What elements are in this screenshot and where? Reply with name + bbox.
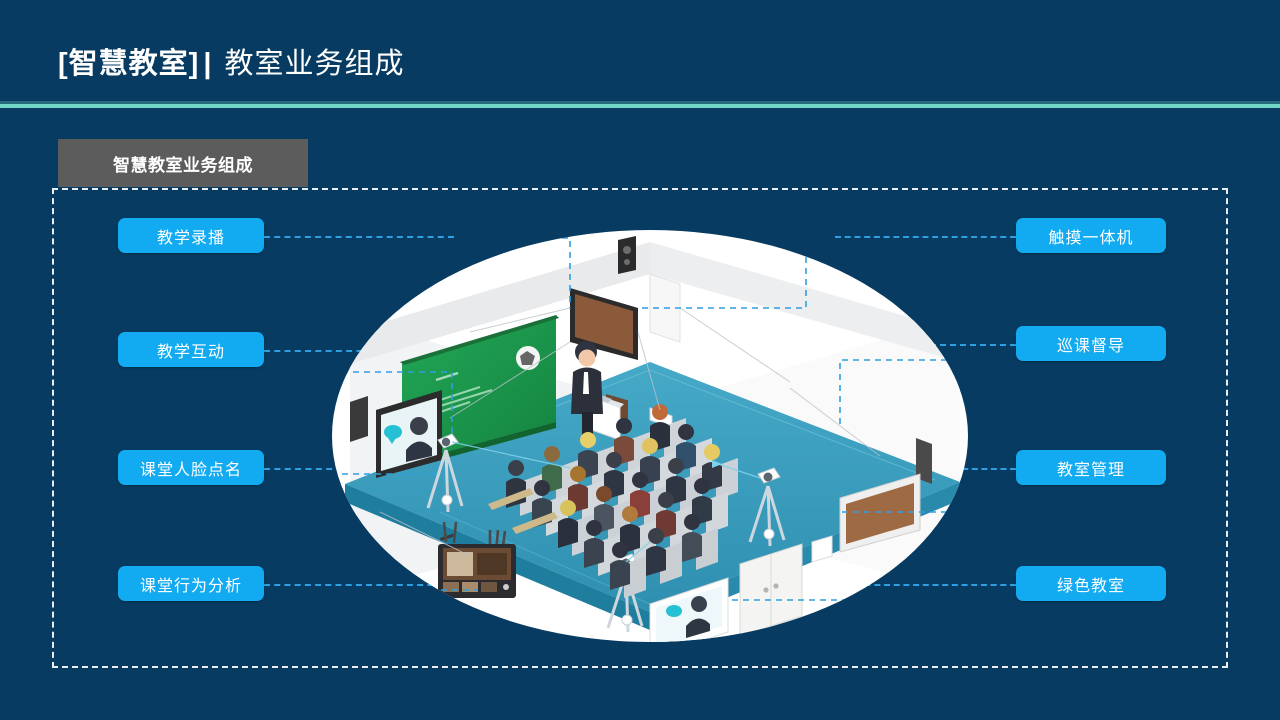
- student-seat: [646, 528, 682, 584]
- desk-bench-left: [488, 488, 534, 510]
- recorder-preview-tile-b: [477, 553, 507, 575]
- header-rule: [0, 104, 1280, 108]
- page-title: [智慧教室]| 教室业务组成: [58, 40, 404, 82]
- section-tag-label: 智慧教室业务组成: [113, 155, 253, 175]
- wall-display-right-screen: [846, 483, 914, 544]
- blackboard-writing: [435, 371, 493, 413]
- feature-pill-touch-allinone[interactable]: 触摸一体机: [1016, 218, 1166, 253]
- chat-bubble-tail-icon: [388, 438, 396, 444]
- classroom-scene: [332, 230, 968, 642]
- feature-pill-label: 课堂行为分析: [139, 577, 242, 595]
- sightline-arrow: [712, 460, 722, 468]
- feature-pill-label: 触摸一体机: [1048, 229, 1134, 247]
- tripod-joint-front: [621, 614, 633, 626]
- recorder-antenna-a: [440, 533, 455, 541]
- wall-control-panel: [811, 535, 833, 563]
- speaker-right: [916, 438, 932, 484]
- feature-pill-teaching-interaction[interactable]: 教学互动: [118, 332, 264, 367]
- header-rule-shadow: [0, 101, 1280, 104]
- page-title-subtitle: 教室业务组成: [224, 48, 405, 80]
- camera-tripod-right: [748, 467, 786, 547]
- feature-pill-label: 教学录播: [156, 229, 225, 247]
- feature-pill-face-rollcall[interactable]: 课堂人脸点名: [118, 450, 264, 485]
- feature-pill-behavior-analysis[interactable]: 课堂行为分析: [118, 566, 264, 601]
- wall-display-bottom-person-body: [686, 618, 710, 638]
- chat-bubble-icon-2: [666, 605, 682, 617]
- feature-pill-green-classroom[interactable]: 绿色教室: [1016, 566, 1166, 601]
- camera-tripod-left: [426, 433, 464, 513]
- speaker-top-driver: [623, 246, 631, 254]
- classroom-illustration: [320, 212, 980, 660]
- recording-console: [438, 521, 516, 598]
- camera-lens-right: [763, 472, 773, 482]
- connector-left-2: [264, 350, 424, 352]
- tripod-joint-right: [763, 528, 775, 540]
- feature-pill-label: 教室管理: [1056, 461, 1125, 479]
- classroom-illustration-svg: [332, 230, 968, 642]
- student-seat: [682, 514, 718, 570]
- connector-right-2: [880, 344, 1016, 346]
- wall-display-left-person-head: [410, 417, 428, 435]
- wall-right-top-trim: [650, 242, 960, 362]
- speaker-left: [350, 396, 368, 442]
- desk-bench-left-2: [512, 512, 558, 534]
- connector-right-1: [835, 236, 1016, 238]
- teacher-legs: [582, 412, 593, 440]
- connector-left-4: [264, 584, 464, 586]
- recorder-thumb-a: [443, 582, 459, 592]
- content-frame: [52, 188, 1228, 668]
- teacher-face: [578, 349, 596, 367]
- student-seat: [610, 542, 646, 598]
- teacher-shirt: [583, 372, 589, 394]
- recorder-preview-tile-a: [447, 552, 473, 576]
- speaker-top: [618, 236, 636, 274]
- student-seat: [584, 520, 620, 576]
- recorder-antennas: [442, 521, 507, 555]
- wall-display-bottom-person-head: [691, 596, 707, 612]
- student-seating: [506, 404, 738, 598]
- feature-pill-classroom-management[interactable]: 教室管理: [1016, 450, 1166, 485]
- door-handle-icon-2: [773, 583, 779, 589]
- camera-lens-left: [441, 437, 451, 447]
- feature-pill-class-supervision[interactable]: 巡课督导: [1016, 326, 1166, 361]
- connector-left-3: [264, 468, 384, 470]
- blackboard-ball-pattern: [520, 351, 535, 365]
- slide-header: [智慧教室]| 教室业务组成: [0, 0, 1280, 108]
- wall-display-front-screen: [575, 294, 633, 354]
- section-tag: 智慧教室业务组成: [58, 139, 308, 187]
- connector-left-1: [264, 236, 454, 238]
- wiring-lines: [379, 307, 881, 557]
- door-handle-icon: [763, 587, 769, 593]
- tripod-joint-left: [441, 494, 453, 506]
- recorder-thumb-b: [462, 582, 478, 592]
- page-title-bracket: [智慧教室]: [58, 48, 200, 80]
- recorder-status-led: [503, 584, 509, 590]
- feature-pill-label: 课堂人脸点名: [139, 461, 242, 479]
- feature-pill-label: 教学互动: [156, 343, 225, 361]
- feature-pill-teaching-recording[interactable]: 教学录播: [118, 218, 264, 253]
- page-title-divider: |: [203, 48, 213, 80]
- chat-bubble-icon: [384, 425, 402, 439]
- wall-display-left-person-body: [406, 441, 432, 462]
- wall-left-top-trim: [350, 242, 650, 364]
- floor-guide-line-2: [439, 511, 651, 605]
- feature-pill-label: 巡课督导: [1056, 337, 1125, 355]
- blackboard-frame-top: [400, 315, 559, 365]
- teacher-figure: [571, 341, 603, 440]
- connector-right-4: [855, 584, 1016, 586]
- feature-pill-label: 绿色教室: [1056, 577, 1125, 595]
- recorder-thumb-c: [481, 582, 497, 592]
- student-row: [610, 514, 718, 598]
- speaker-top-tweeter: [624, 259, 630, 265]
